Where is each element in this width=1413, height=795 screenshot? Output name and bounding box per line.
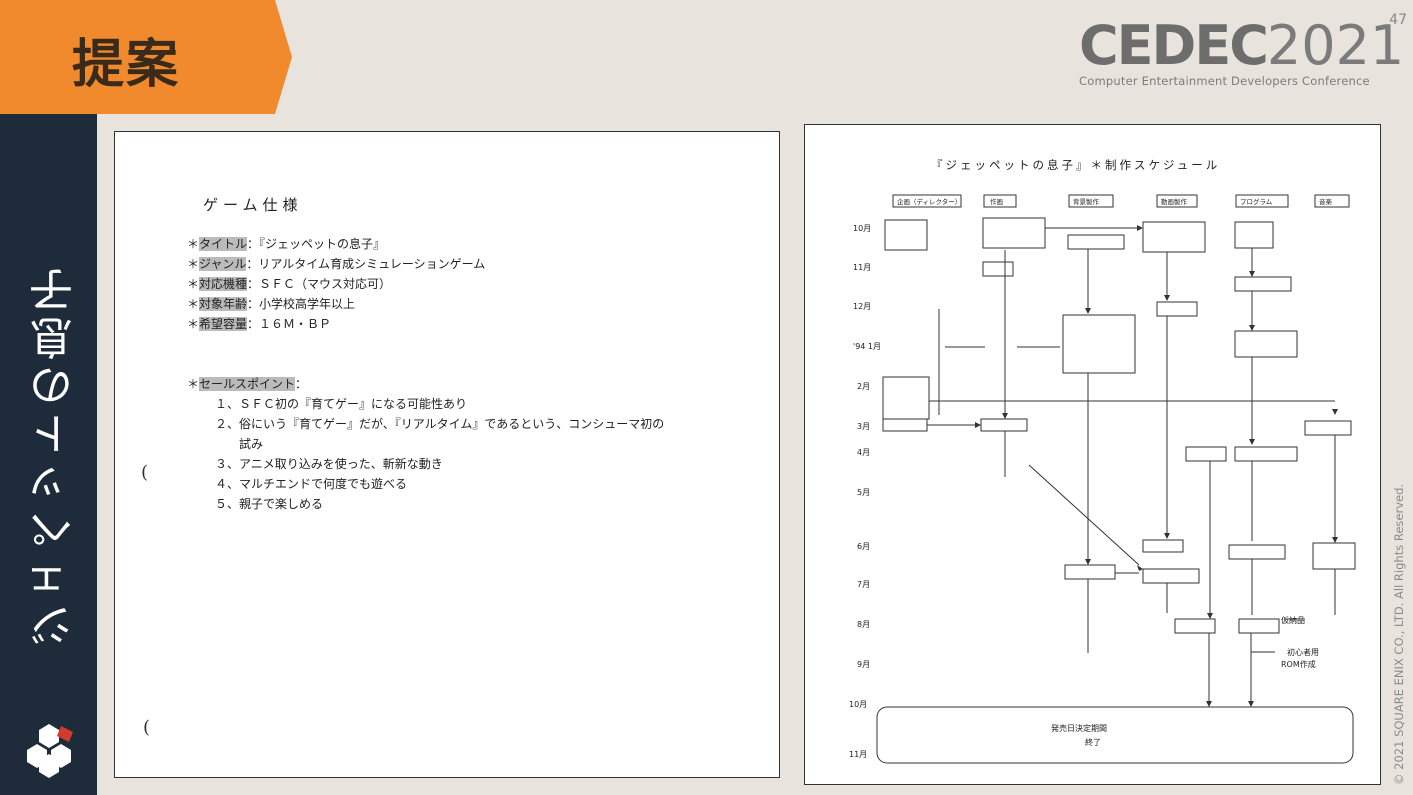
month-label: '94 1月 (853, 342, 881, 351)
month-label: 12月 (853, 302, 871, 311)
spec-label: ジャンル (199, 257, 247, 271)
month-label: 4月 (857, 448, 870, 457)
sales-point: ３、アニメ取り込みを使った、斬新な動き (215, 457, 443, 471)
month-label: 6月 (857, 542, 870, 551)
month-label: 11月 (849, 750, 867, 759)
cedec-logo: CEDEC2021 Computer Entertainment Develop… (1079, 14, 1404, 96)
month-label: 10月 (849, 700, 867, 709)
spec-row: ＊タイトル：『ジェッペットの息子』 (187, 237, 386, 251)
scan-mark: ( (141, 462, 149, 483)
schedule-diagram: 10月 11月 12月 '94 1月 2月 3月 4月 5月 6月 7月 8月 … (849, 194, 1356, 764)
month-label: 3月 (857, 422, 870, 431)
spec-value: ：１６Ｍ・ＢＰ (247, 317, 332, 331)
spec-label: 対応機種 (199, 277, 248, 291)
sales-point: １、ＳＦＣ初の『育てゲー』になる可能性あり (215, 397, 468, 411)
sidebar-vertical-title: ジェペットの息子 (30, 264, 81, 648)
month-label: 7月 (857, 580, 870, 589)
final-box-line2: 終了 (1085, 737, 1101, 747)
spec-list: ＊タイトル：『ジェッペットの息子』 ＊ジャンル：リアルタイム育成シミュレーション… (187, 234, 485, 334)
sales-points-label: セールスポイント (199, 377, 296, 391)
page-number: 47 (1389, 12, 1407, 28)
spec-row: ＊対象年齢：小学校高学年以上 (187, 297, 356, 311)
schedule-column-label: 背景製作 (1073, 197, 1100, 206)
page-title: 提案 (72, 35, 181, 95)
month-label: 5月 (857, 488, 870, 497)
month-label: 2月 (857, 382, 870, 391)
schedule-column-label: 音楽 (1319, 197, 1333, 206)
schedule-document: 『ジェッペットの息子』＊制作スケジュール (804, 124, 1381, 785)
spec-row: ＊希望容量：１６Ｍ・ＢＰ (187, 317, 332, 331)
spec-value: ：小学校高学年以上 (247, 297, 356, 311)
schedule-column-label: プログラム (1240, 197, 1273, 206)
schedule-column-label: 企画（ディレクター） (897, 197, 961, 206)
schedule-title: 『ジェッペットの息子』＊制作スケジュール (931, 158, 1221, 172)
schedule-column-label: 動画製作 (1161, 197, 1188, 206)
sales-point: ５、親子で楽しめる (215, 497, 324, 511)
sales-points-suffix: ： (295, 377, 308, 391)
hexagon-cluster-logo-icon (27, 724, 73, 778)
spec-label: タイトル (199, 237, 248, 251)
sales-points-list: １、ＳＦＣ初の『育てゲー』になる可能性あり ２、俗にいう『育てゲー』だが、『リア… (215, 394, 664, 514)
spec-value: ：ＳＦＣ（マウス対応可） (247, 277, 392, 291)
handwritten-note: 仮納品 (1281, 615, 1305, 625)
spec-row: ＊ジャンル：リアルタイム育成シミュレーションゲーム (187, 257, 486, 271)
sales-point: ４、マルチエンドで何度でも遊べる (215, 477, 408, 491)
copyright-notice: © 2021 SQUARE ENIX CO., LTD. All Rights … (1392, 483, 1406, 785)
sales-point: ２、俗にいう『育てゲー』だが、『リアルタイム』であるという、コンシューマ初の (215, 417, 665, 431)
handwritten-note: ROM作成 (1281, 659, 1316, 669)
month-label: 9月 (857, 660, 870, 669)
spec-document: ゲーム仕様 ＊タイトル：『ジェッペットの息子』 ＊ジャンル：リアルタイム育成シミ… (114, 131, 780, 778)
month-label: 8月 (857, 620, 870, 629)
schedule-column-label: 作画 (990, 197, 1003, 206)
cedec-name: CEDEC (1079, 14, 1269, 77)
month-label: 10月 (853, 224, 871, 233)
handwritten-note: 初心者用 (1287, 647, 1319, 657)
scan-mark: ( (143, 717, 151, 738)
title-tab: 提案 (0, 0, 292, 114)
spec-row: ＊対応機種：ＳＦＣ（マウス対応可） (187, 277, 392, 291)
spec-label: 希望容量 (199, 317, 248, 331)
sales-point-continued: 試み (239, 437, 264, 451)
cedec-subtitle: Computer Entertainment Developers Confer… (1079, 74, 1370, 88)
cedec-year: 2021 (1266, 14, 1405, 77)
spec-label: 対象年齢 (199, 297, 248, 311)
month-label: 11月 (853, 263, 871, 272)
spec-value: ：『ジェッペットの息子』 (247, 237, 386, 251)
spec-value: ：リアルタイム育成シミュレーションゲーム (246, 257, 486, 271)
final-box-line1: 発売日決定期間 (1051, 723, 1107, 733)
sales-points-heading: ＊セールスポイント： (187, 377, 308, 391)
cedec-wordmark: CEDEC2021 (1079, 14, 1404, 77)
sidebar: ジェペットの息子 (0, 114, 97, 795)
spec-heading: ゲーム仕様 (203, 196, 303, 214)
